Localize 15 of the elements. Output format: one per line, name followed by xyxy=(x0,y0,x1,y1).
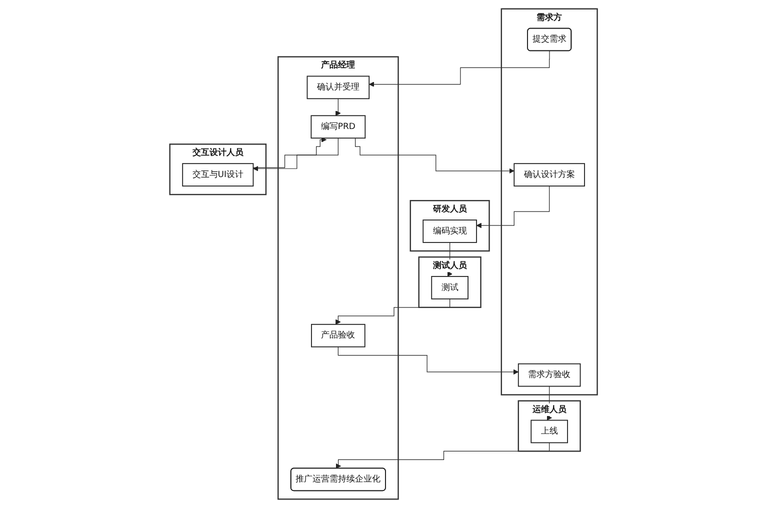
node-box: 确认并受理 xyxy=(307,76,370,100)
node-box: 需求方验收 xyxy=(518,363,582,387)
node-box: 测试 xyxy=(432,276,469,300)
arrow xyxy=(369,50,550,87)
node-box: 上线 xyxy=(531,420,568,444)
arrow xyxy=(476,186,550,228)
arrow xyxy=(253,138,339,172)
arrow xyxy=(338,346,520,375)
arrow xyxy=(336,98,342,116)
node-box: 确认设计方案 xyxy=(514,163,586,186)
arrow xyxy=(253,137,328,168)
node-box: 产品验收 xyxy=(311,324,366,348)
node-box: 编码实现 xyxy=(423,220,478,243)
node-box: 交互与UI设计 xyxy=(182,163,254,186)
node-box: 编写PRD xyxy=(311,115,366,139)
